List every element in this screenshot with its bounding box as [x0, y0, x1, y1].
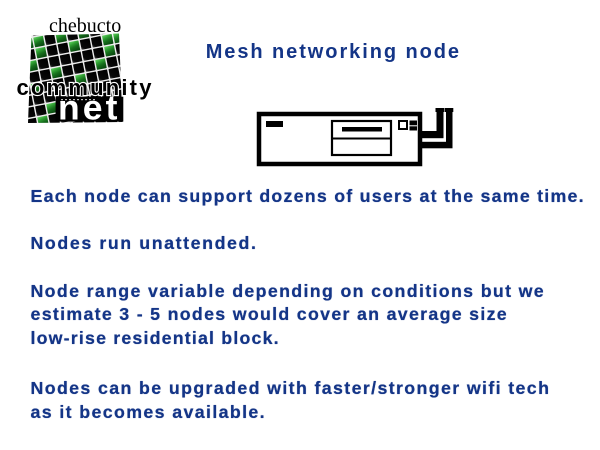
svg-text:net: net — [58, 88, 121, 128]
svg-text:community: community — [17, 75, 154, 100]
svg-text:chebucto: chebucto — [49, 15, 121, 37]
